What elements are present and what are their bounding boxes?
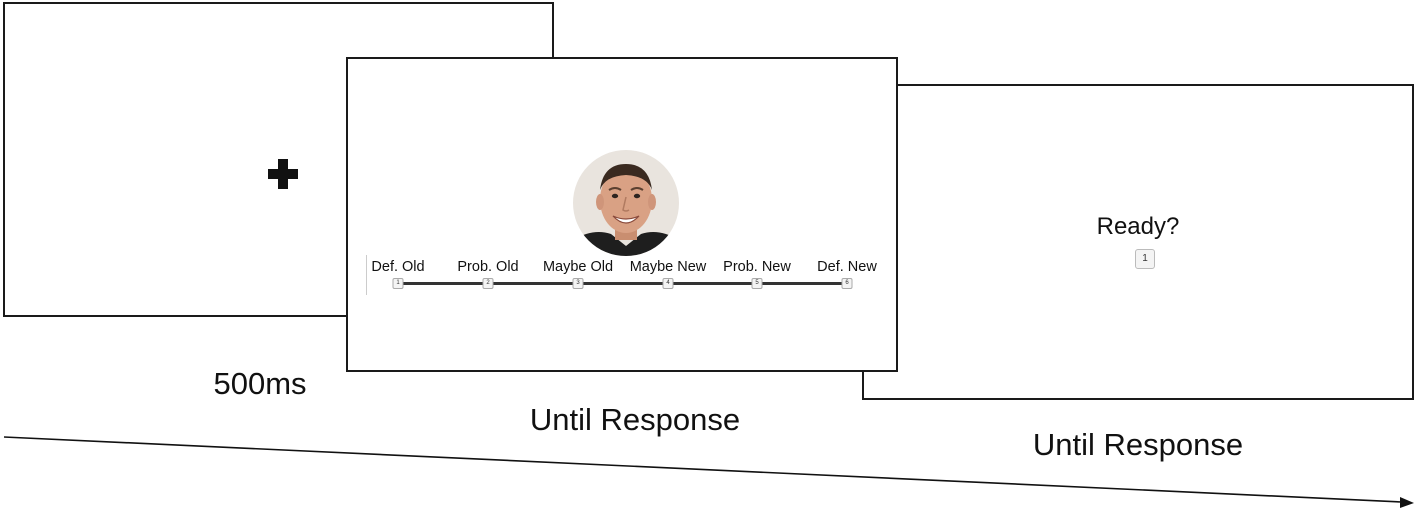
scale-divider [366, 255, 367, 295]
scale-label-maybe-new: Maybe New [629, 259, 707, 275]
scale-key-4[interactable]: 4 [662, 278, 674, 289]
scale-key-1[interactable]: 1 [392, 278, 404, 289]
ready-key-button[interactable]: 1 [1135, 249, 1155, 269]
rating-screen: Def. Old Prob. Old Maybe Old Maybe New P… [346, 57, 898, 372]
ready-screen: Ready? 1 [862, 84, 1414, 400]
scale-label-maybe-old: Maybe Old [542, 259, 614, 275]
scale-key-2[interactable]: 2 [482, 278, 494, 289]
duration-label-fixation: 500ms [213, 366, 307, 401]
scale-label-def-old: Def. Old [371, 259, 425, 275]
scale-label-def-new: Def. New [817, 259, 877, 275]
scale-label-prob-old: Prob. Old [457, 259, 519, 275]
scale-key-3[interactable]: 3 [572, 278, 584, 289]
ready-prompt: Ready? [1096, 213, 1180, 240]
scale-key-6[interactable]: 6 [841, 278, 853, 289]
rating-scale-line [398, 282, 847, 285]
scale-label-prob-new: Prob. New [723, 259, 791, 275]
scale-key-5[interactable]: 5 [751, 278, 763, 289]
duration-label-ready: Until Response [1032, 427, 1244, 462]
duration-label-rating: Until Response [529, 402, 741, 437]
face-image [573, 150, 679, 256]
